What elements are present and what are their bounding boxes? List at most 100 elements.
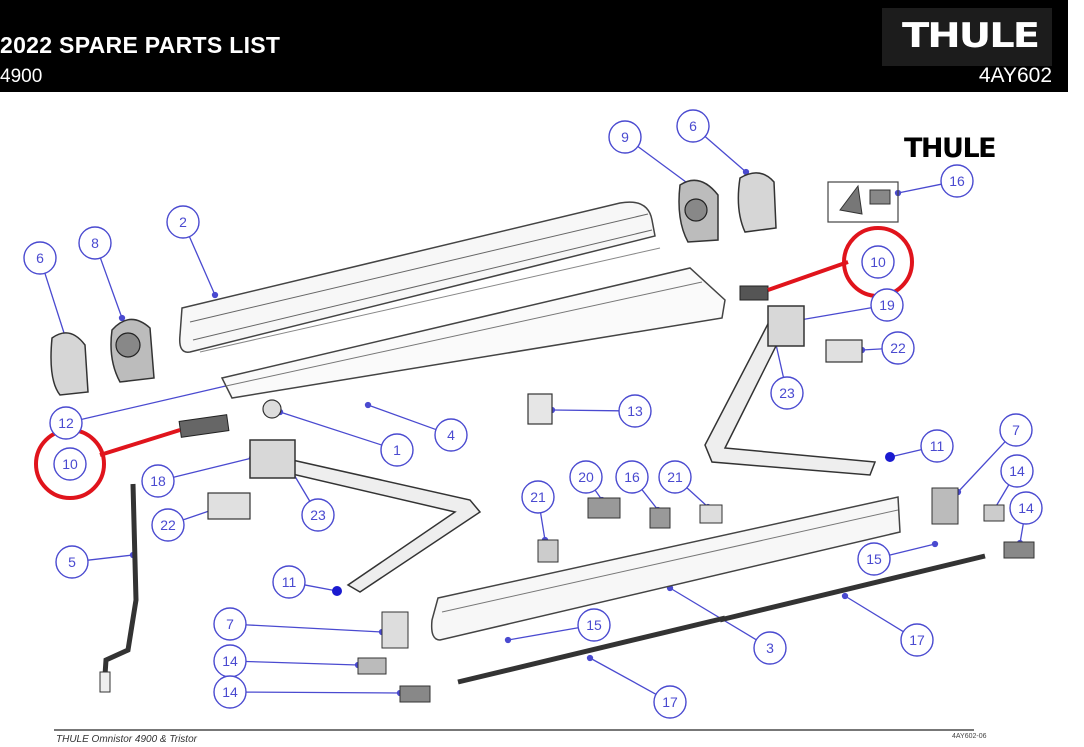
- callout-3: 3: [753, 631, 787, 665]
- callout-circle: [861, 245, 895, 279]
- front-bar: [430, 496, 901, 641]
- callout-7: 7: [999, 413, 1033, 447]
- callout-leader: [173, 457, 253, 478]
- callout-leader: [188, 236, 216, 296]
- callout-leader: [1019, 523, 1024, 544]
- callout-leader: [99, 257, 123, 319]
- callout-label: 22: [890, 340, 906, 356]
- callout-label: 4: [447, 427, 455, 443]
- callout-label: 13: [627, 403, 643, 419]
- callout-7: 7: [213, 607, 247, 641]
- tension-rod-lower: [457, 615, 726, 685]
- part-13: [527, 393, 553, 425]
- callout-5: 5: [55, 545, 89, 579]
- callout-20: 20: [569, 460, 603, 494]
- callout-arrowhead: [504, 636, 512, 644]
- callout-leader: [245, 660, 359, 666]
- callout-arrowhead: [931, 540, 939, 548]
- callout-22: 22: [881, 331, 915, 365]
- part-20: [587, 497, 621, 519]
- callout-16: 16: [615, 460, 649, 494]
- callout-circle: [920, 429, 954, 463]
- footer-text: THULE Omnistor 4900 & Tristor: [56, 734, 197, 745]
- callout-label: 14: [222, 653, 238, 669]
- end-cap-right: [737, 172, 777, 233]
- callout-18: 18: [141, 464, 175, 498]
- callout-label: 21: [667, 469, 683, 485]
- callout-leader: [304, 584, 338, 592]
- document-code: 4AY602: [978, 64, 1052, 87]
- callout-arrowhead: [841, 592, 849, 600]
- callout-label: 15: [866, 551, 882, 567]
- callout-circle: [141, 464, 175, 498]
- awning-profile: [220, 267, 726, 399]
- callout-21: 21: [658, 460, 692, 494]
- thule-logo: THULE: [902, 16, 1040, 56]
- page-title: 2022 SPARE PARTS LIST: [0, 32, 281, 58]
- callout-circle: [753, 631, 787, 665]
- callout-circle: [49, 406, 83, 440]
- callout-leader: [87, 554, 134, 561]
- callout-leader: [897, 183, 942, 194]
- callout-circle: [618, 394, 652, 428]
- callout-14: 14: [213, 644, 247, 678]
- callout-label: 8: [91, 235, 99, 251]
- part-21-b: [537, 539, 559, 563]
- callout-leader: [669, 587, 757, 641]
- callout-circle: [881, 331, 915, 365]
- callout-label: 21: [530, 489, 546, 505]
- callout-leader: [637, 145, 691, 186]
- callout-circle: [55, 545, 89, 579]
- callout-15: 15: [857, 542, 891, 576]
- callout-circle: [577, 608, 611, 642]
- callout-label: 14: [222, 684, 238, 700]
- callout-label: 23: [779, 385, 795, 401]
- part-1: [262, 399, 282, 419]
- callout-circle: [213, 675, 247, 709]
- part-10-right: [739, 285, 769, 301]
- callout-label: 18: [150, 473, 166, 489]
- callout-circle: [676, 109, 710, 143]
- callout-15: 15: [577, 608, 611, 642]
- callout-label: 16: [624, 469, 640, 485]
- callout-label: 14: [1009, 463, 1025, 479]
- part-10-left: [178, 414, 230, 438]
- callout-circle: [857, 542, 891, 576]
- part-7-right: [931, 487, 959, 525]
- part-22-left: [207, 492, 251, 520]
- callout-circle: [999, 413, 1033, 447]
- callout-leader: [367, 404, 437, 431]
- callout-circle: [658, 460, 692, 494]
- callout-leader: [889, 449, 922, 458]
- callout-leader: [704, 135, 747, 173]
- callout-label: 6: [689, 118, 697, 134]
- callout-label: 17: [662, 694, 678, 710]
- callout-13: 13: [618, 394, 652, 428]
- callout-17: 17: [900, 623, 934, 657]
- callout-17: 17: [653, 685, 687, 719]
- callout-circle: [301, 498, 335, 532]
- callout-circle: [615, 460, 649, 494]
- callout-leader: [81, 384, 231, 421]
- callout-10: 10: [861, 245, 895, 279]
- right-arm: [704, 318, 877, 476]
- callout-leader: [994, 484, 1010, 509]
- callout-label: 9: [621, 129, 629, 145]
- callout-label: 23: [310, 507, 326, 523]
- callout-leader: [182, 509, 213, 521]
- left-arm-bracket: [249, 439, 296, 479]
- callout-label: 6: [36, 250, 44, 266]
- callout-circle: [78, 226, 112, 260]
- callout-leader: [539, 512, 546, 541]
- callout-11: 11: [272, 565, 306, 599]
- callout-label: 5: [68, 554, 76, 570]
- part-22-right: [825, 339, 863, 363]
- part-16: [649, 507, 671, 529]
- callout-14: 14: [213, 675, 247, 709]
- callout-16: 16: [940, 164, 974, 198]
- callout-circle: [569, 460, 603, 494]
- logo-box: [882, 8, 1052, 66]
- callout-leader: [551, 409, 620, 412]
- callout-circle: [608, 120, 642, 154]
